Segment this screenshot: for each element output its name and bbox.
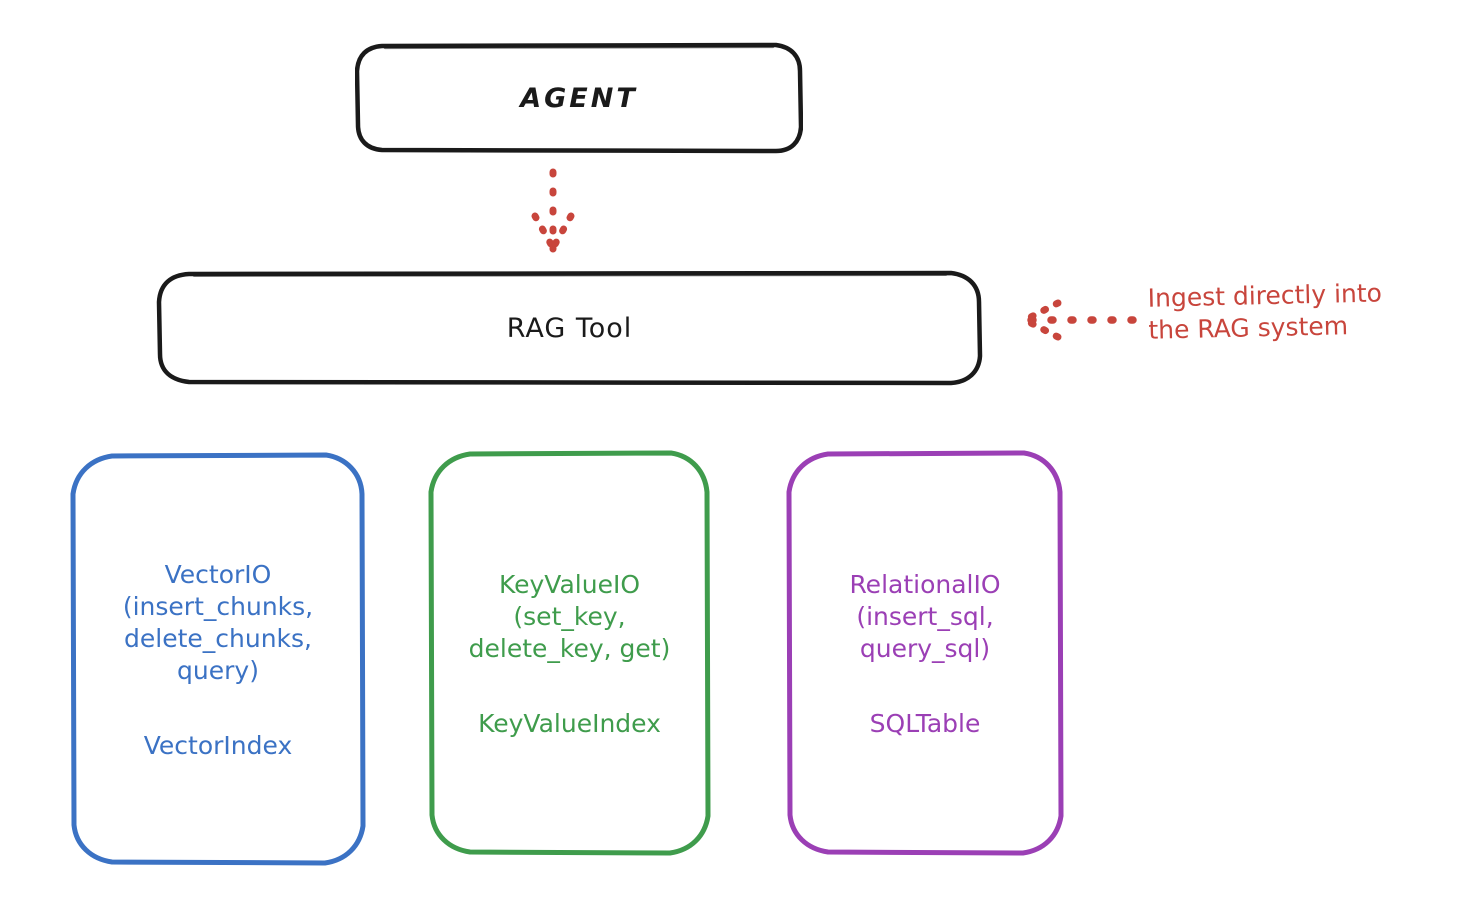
key-value-io-api-label: KeyValueIO (set_key, delete_key, get) — [468, 569, 671, 663]
node-relational-io[interactable]: RelationalIO (insert_sql, query_sql) SQL… — [786, 450, 1064, 856]
node-rag-tool[interactable]: RAG Tool — [156, 270, 983, 386]
relational-io-index-label: SQLTable — [869, 708, 981, 738]
node-key-value-io[interactable]: KeyValueIO (set_key, delete_key, get) Ke… — [428, 450, 711, 856]
vector-io-index-label: VectorIndex — [143, 731, 293, 760]
agent-label: AGENT — [520, 82, 638, 114]
ingest-annotation-text: Ingest directly into the RAG system — [1147, 278, 1383, 345]
vector-io-api-label: VectorIO (insert_chunks, delete_chunks, … — [122, 560, 314, 685]
relational-io-api-label: RelationalIO (insert_sql, query_sql) — [849, 569, 1001, 663]
key-value-io-index-label: KeyValueIndex — [478, 708, 661, 738]
rag-tool-label: RAG Tool — [506, 312, 633, 344]
ingest-to-rag-connector — [1018, 300, 1140, 342]
agent-to-rag-connector — [520, 160, 590, 265]
node-agent[interactable]: AGENT — [355, 42, 803, 154]
node-vector-io[interactable]: VectorIO (insert_chunks, delete_chunks, … — [70, 452, 366, 867]
